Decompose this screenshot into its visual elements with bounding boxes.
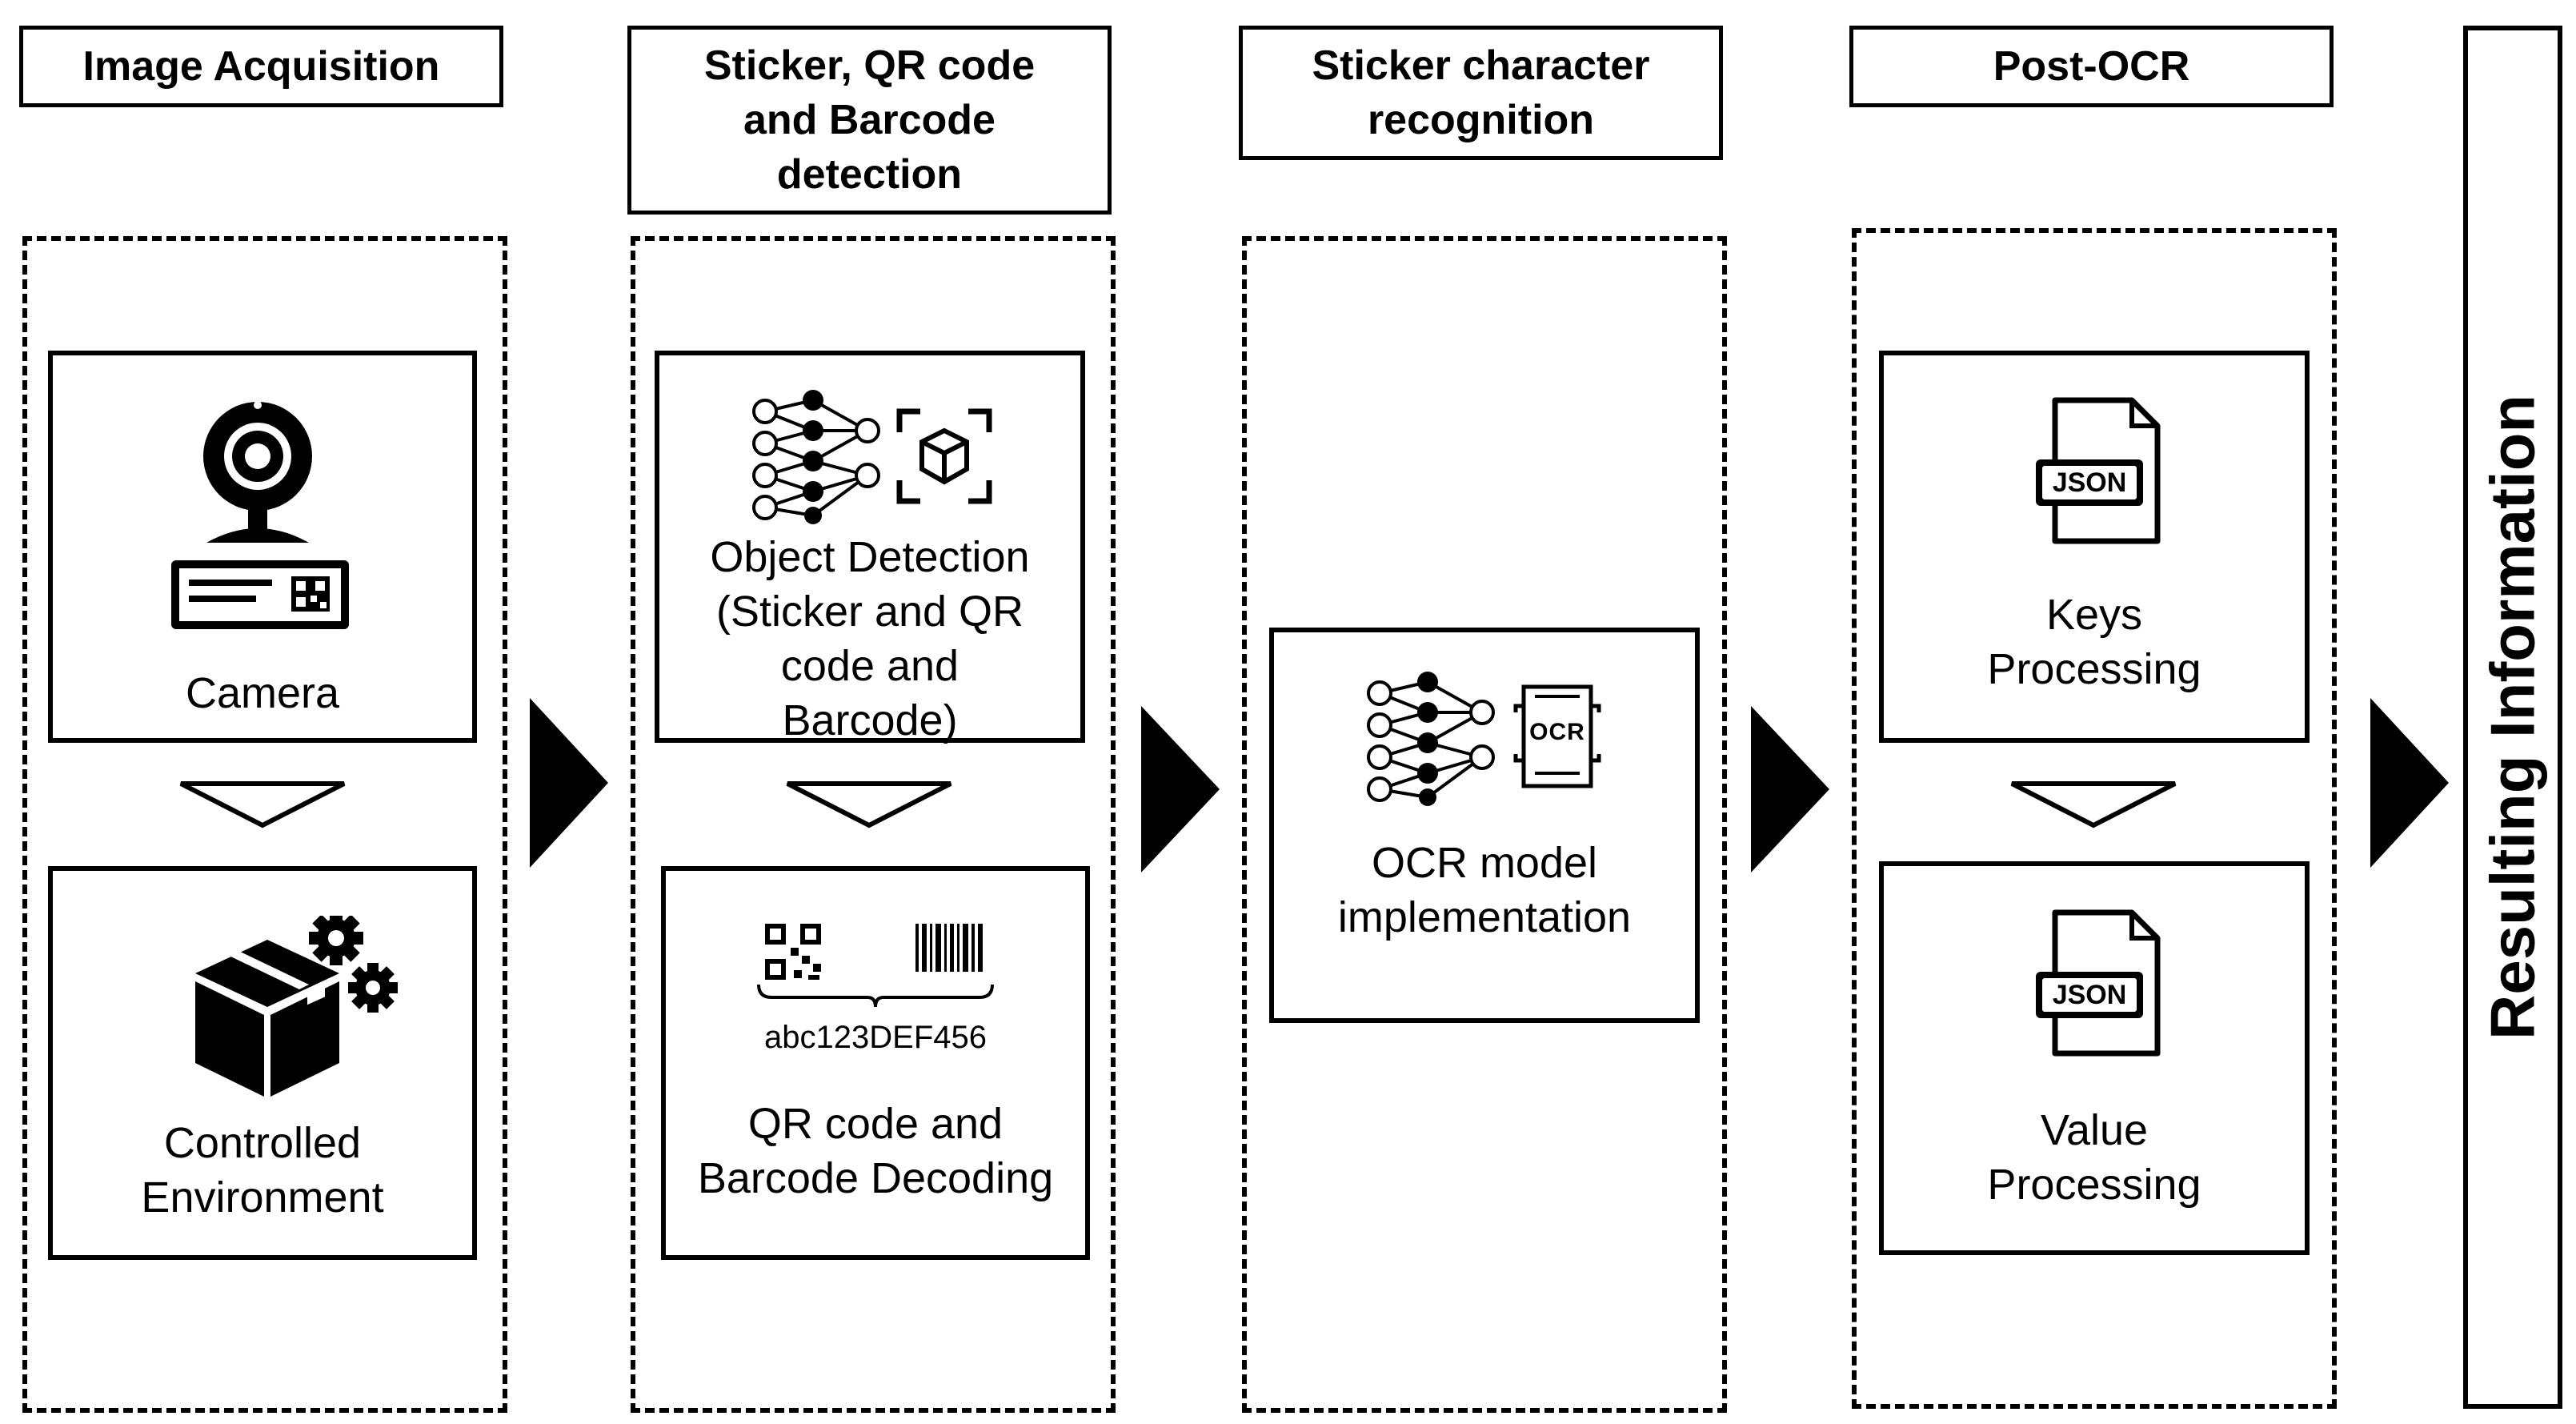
stage-arrow-icon — [2370, 698, 2449, 868]
json-file-icon: JSON — [2033, 397, 2169, 546]
controlled-environment-step: Controlled Environment — [48, 866, 477, 1260]
json-icon-text: JSON — [2052, 980, 2127, 1010]
down-arrow-icon — [179, 781, 346, 828]
stage-header-image-acquisition: Image Acquisition — [19, 26, 503, 107]
step-label: Object Detection (Sticker and QR code an… — [710, 533, 1030, 744]
step-label: Camera — [185, 669, 340, 717]
stage-header-character-recognition: Sticker character recognition — [1239, 26, 1723, 160]
stage-title: Sticker, QR code and Barcode detection — [703, 42, 1036, 198]
stage-lane-post-ocr — [1852, 228, 2337, 1409]
down-arrow-icon — [786, 781, 952, 828]
decoded-text: abc123DEF456 — [764, 1020, 987, 1055]
qr-barcode-icon — [757, 924, 994, 1008]
keys-processing-step: JSON Keys Processing — [1879, 351, 2310, 743]
stage-arrow-icon — [1751, 706, 1829, 872]
json-file-icon: JSON — [2033, 909, 2169, 1058]
step-label: QR code and Barcode Decoding — [697, 1100, 1054, 1202]
stage-arrow-icon — [1141, 706, 1220, 872]
step-label: Controlled Environment — [141, 1119, 384, 1221]
stage-title: Image Acquisition — [82, 43, 440, 90]
stage-header-post-ocr: Post-OCR — [1849, 26, 2334, 107]
step-label: Keys Processing — [1987, 591, 2201, 693]
webcam-icon — [171, 402, 349, 629]
stage-lane-character-recognition — [1242, 236, 1727, 1413]
step-label: OCR model implementation — [1337, 839, 1632, 941]
object-detection-step: Object Detection (Sticker and QR code an… — [655, 351, 1085, 744]
stage-lane-detection — [631, 236, 1116, 1413]
qr-barcode-decoding-step: abc123DEF456 QR code and Barcode Decodin… — [661, 866, 1090, 1260]
down-arrow-icon — [2010, 781, 2177, 828]
stage-arrow-icon — [530, 698, 608, 868]
resulting-information-label: Resulting Information — [2477, 395, 2548, 1040]
stage-title: Sticker character recognition — [1312, 42, 1650, 143]
neural-network-icon — [752, 390, 880, 524]
ocr-icon-text: OCR — [1529, 719, 1585, 745]
value-processing-step: JSON Value Processing — [1879, 861, 2310, 1255]
ocr-model-step: OCR OCR model implementation — [1269, 628, 1700, 1023]
neural-network-icon — [1367, 672, 1495, 806]
step-label: Value Processing — [1987, 1106, 2201, 1209]
stage-lane-image-acquisition — [22, 236, 507, 1413]
stage-title: Post-OCR — [1993, 43, 2190, 90]
json-icon-text: JSON — [2052, 467, 2127, 498]
camera-step: Camera — [48, 351, 477, 743]
box-gears-icon — [195, 916, 398, 1097]
object-detect-icon — [896, 408, 992, 504]
ocr-document-icon: OCR — [1512, 684, 1602, 789]
stage-header-detection: Sticker, QR code and Barcode detection — [627, 26, 1112, 215]
resulting-information-box: Resulting Information — [2463, 26, 2562, 1409]
